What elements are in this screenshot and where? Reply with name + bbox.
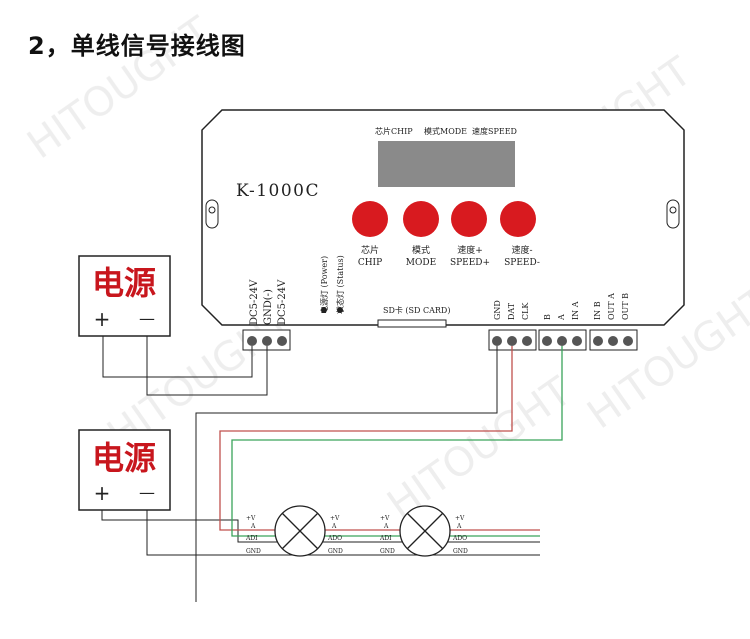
sd-card-slot[interactable]	[377, 319, 447, 328]
power-supply-1-minus: —	[139, 309, 155, 328]
status-led-icon	[337, 307, 343, 313]
power-supply-1-plus: +	[94, 307, 111, 331]
in-a-label: A	[557, 314, 566, 321]
lamp1-in-gnd: GND	[246, 548, 261, 555]
label-mode: 模式MODE	[424, 126, 467, 136]
power-led-label: 电源灯 (Power)	[319, 256, 329, 314]
lamp1-in-a: A	[250, 523, 256, 530]
out-outa-label: OUT A	[607, 293, 616, 320]
in-b-label: B	[543, 314, 552, 320]
lamp2-in-adi: ADI	[379, 535, 392, 542]
signal-terminal-block	[488, 329, 537, 351]
out-terminal-block	[589, 329, 638, 351]
lcd-screen	[378, 141, 515, 187]
controller-body	[201, 109, 685, 326]
lamp2-out-gnd: GND	[453, 548, 468, 555]
label-speed: 速度SPEED	[472, 126, 517, 136]
lamp2-in-gnd: GND	[380, 548, 395, 555]
lamp2-in-a: A	[383, 523, 389, 530]
lamp1-out-v: +V	[330, 515, 340, 522]
status-led-label: 状态灯 (Status)	[335, 255, 345, 314]
lamp1-in-adi: ADI	[245, 535, 258, 542]
button-speed-down[interactable]: 速度- SPEED-	[500, 201, 540, 268]
button-mode-cn: 模式	[412, 244, 430, 256]
lamp1-in-v: +V	[246, 515, 256, 522]
signal-gnd-label: GND	[493, 300, 502, 320]
button-speed-up-cn: 速度+	[457, 244, 483, 256]
power-supply-1: 电源 + —	[78, 255, 171, 337]
power-terminal-label-2: GND(-)	[263, 289, 274, 325]
power-supply-2-minus: —	[139, 483, 155, 502]
mount-hole-right	[666, 199, 680, 229]
lamp1-out-gnd: GND	[328, 548, 343, 555]
out-outb-label: OUT B	[621, 293, 630, 320]
clock-wire	[231, 346, 563, 537]
data-wire	[219, 346, 540, 531]
button-chip-cn: 芯片	[361, 244, 379, 256]
lamp2-in-v: +V	[380, 515, 390, 522]
button-mode[interactable]: 模式 MODE	[403, 201, 439, 268]
lamp2-out-a: A	[456, 523, 462, 530]
button-speed-up[interactable]: 速度+ SPEED+	[450, 201, 490, 268]
lamp1-out-a: A	[331, 523, 337, 530]
out-inb-label: IN B	[593, 301, 602, 320]
label-chip: 芯片CHIP	[375, 126, 413, 136]
button-speed-up-en: SPEED+	[450, 258, 490, 268]
power-terminal-block	[242, 329, 291, 351]
power-led-icon	[321, 307, 327, 313]
signal-dat-label: DAT	[507, 302, 516, 320]
lamp-pin-labels: +V A ADI GND +V A ADO GND +V A ADI GND +…	[245, 515, 468, 555]
power-wires	[101, 336, 540, 602]
lamp-1-icon	[274, 505, 326, 557]
lamp-2-icon	[399, 505, 451, 557]
model-name: K-1000C	[236, 181, 320, 201]
button-chip-en: CHIP	[358, 258, 382, 268]
in-ina-label: IN A	[571, 301, 580, 320]
power-supply-2-label: 电源	[92, 439, 156, 477]
power-supply-2: 电源 + —	[78, 429, 171, 511]
watermark-text: HITOUGHT	[379, 368, 580, 528]
mount-hole-left	[205, 199, 219, 229]
watermark-text: HITOUGHT	[19, 8, 220, 168]
lamp1-out-ado: ADO	[327, 535, 342, 542]
power-terminal-label-1: DC5-24V	[249, 279, 260, 325]
button-mode-en: MODE	[406, 258, 436, 268]
power-supply-1-label: 电源	[92, 264, 156, 302]
sd-card-label: SD卡 (SD CARD)	[383, 305, 450, 315]
lamp2-out-ado: ADO	[452, 535, 467, 542]
button-speed-down-cn: 速度-	[511, 244, 532, 256]
button-chip[interactable]: 芯片 CHIP	[352, 201, 388, 268]
lamp2-out-v: +V	[455, 515, 465, 522]
signal-clk-label: CLK	[521, 302, 530, 320]
page-title: 2，单线信号接线图	[28, 32, 246, 60]
power-supply-2-plus: +	[94, 481, 111, 505]
in-terminal-block	[538, 329, 587, 351]
button-speed-down-en: SPEED-	[504, 258, 540, 268]
power-terminal-label-3: DC5-24V	[277, 279, 288, 325]
